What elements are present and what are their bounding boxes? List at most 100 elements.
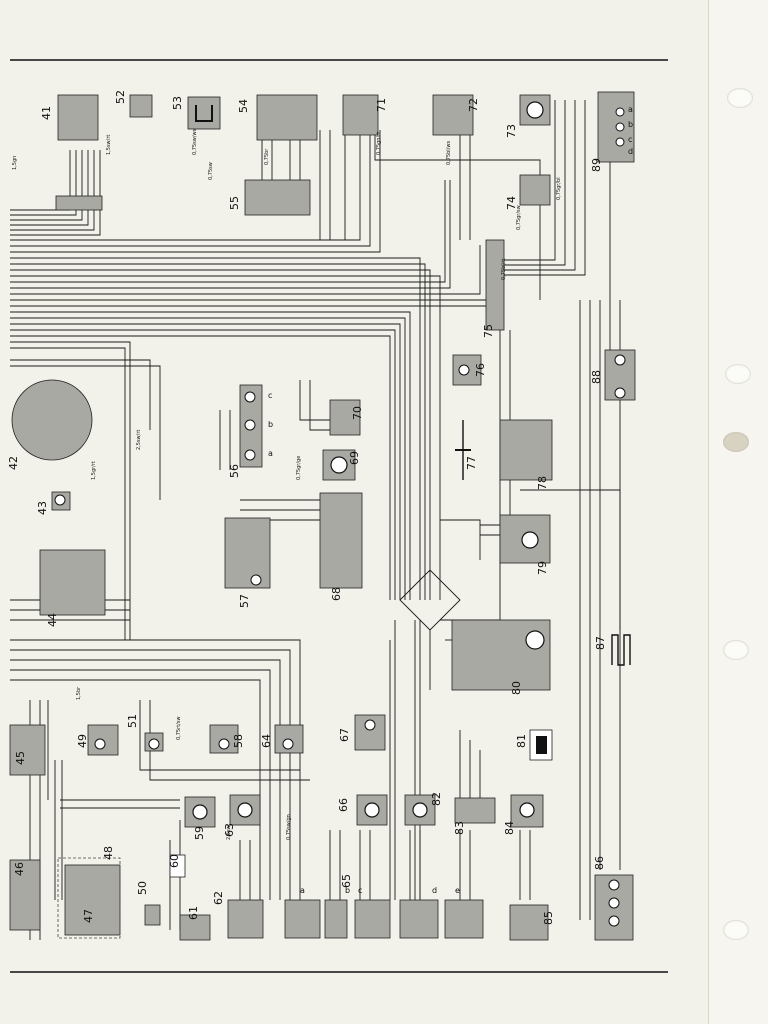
component-label-67: 67 [338, 728, 351, 742]
component-label-61: 61 [187, 906, 200, 920]
component-53-connector [195, 105, 213, 122]
component-61-block [179, 914, 211, 941]
component-label-65: 65 [340, 874, 353, 888]
component-label-46: 46 [13, 862, 26, 876]
component-49-block [87, 724, 119, 756]
component-label-73: 73 [505, 124, 518, 138]
component-label-66: 66 [337, 798, 350, 812]
punch-hole [727, 88, 753, 108]
component-label-79: 79 [536, 561, 549, 575]
wire-code: 0,75sw [208, 162, 214, 180]
component-label-88: 88 [590, 370, 603, 384]
component-label-48: 48 [102, 846, 115, 860]
component-group-d-block [399, 899, 439, 939]
component-45-block [9, 724, 46, 776]
lamp-symbols [54, 107, 626, 927]
component-label-85: 85 [542, 911, 555, 925]
terminal-label: d [628, 147, 633, 156]
component-65-block [324, 899, 348, 939]
component-52-block [129, 94, 153, 118]
component-label-47: 47 [82, 909, 95, 923]
wire-code: 0,75br [264, 148, 270, 165]
binder-margin [708, 0, 768, 1024]
component-label-50: 50 [136, 881, 149, 895]
component-label-63: 63 [223, 823, 236, 837]
component-label-53: 53 [171, 96, 184, 110]
terminal-label: a [268, 449, 273, 458]
terminal-label: b [628, 120, 633, 129]
punch-hole [725, 364, 751, 384]
component-label-42: 42 [7, 456, 20, 470]
wiring-diagram: 4152535455717273747576777879808182838485… [7, 59, 668, 973]
component-label-56: 56 [228, 464, 241, 478]
component-47-block [64, 864, 121, 936]
component-label-58: 58 [232, 734, 245, 748]
component-label-87: 87 [594, 636, 607, 650]
component-label-69: 69 [348, 451, 361, 465]
wire-code: 2,5sw/rt [136, 430, 142, 450]
component-label-89: 89 [590, 158, 603, 172]
terminal-label: b [345, 886, 350, 895]
component-label-41: 41 [40, 106, 53, 120]
component-label-62: 62 [212, 891, 225, 905]
component-label-71: 71 [375, 98, 388, 112]
component-label-76: 76 [474, 363, 487, 377]
component-label-80: 80 [510, 681, 523, 695]
component-83-block [454, 797, 496, 824]
component-label-81: 81 [515, 734, 528, 748]
component-87-symbol [611, 634, 631, 666]
motor-symbols [192, 101, 545, 820]
component-label-43: 43 [36, 501, 49, 515]
component-53-block [187, 96, 221, 130]
component-71-block [342, 94, 379, 136]
terminal-label: a [628, 105, 633, 114]
component-62-block [227, 899, 264, 939]
punch-hole [723, 640, 749, 660]
component-46-block [9, 859, 41, 931]
component-label-55: 55 [228, 196, 241, 210]
component-label-51: 51 [126, 714, 139, 728]
component-label-57: 57 [238, 594, 251, 608]
component-group-a-block [284, 899, 321, 939]
component-blocks [9, 91, 636, 941]
terminal-label: c [628, 135, 632, 144]
terminal-label: a [300, 886, 305, 895]
wire-code: 0,75gr/ge [296, 456, 302, 480]
component-label-49: 49 [76, 734, 89, 748]
component-42-block [11, 379, 93, 461]
component-label-52: 52 [114, 90, 127, 104]
wire-code: 0,75rt/sw [176, 716, 182, 740]
wire-code: 1,5br [76, 686, 82, 700]
component-label-45: 45 [14, 751, 27, 765]
connector-75 [485, 239, 505, 331]
wire-harness [10, 100, 621, 940]
wire-code: 1,5gr/rt [91, 461, 97, 480]
component-57-block [224, 517, 271, 589]
component-label-68: 68 [330, 587, 343, 601]
component-74-block [519, 174, 551, 206]
component-label-74: 74 [505, 196, 518, 210]
component-label-70: 70 [351, 406, 364, 420]
wire-code: 2,5sw [226, 825, 232, 840]
wire-code: 1,5sw/rt [106, 135, 112, 155]
wire-code: 0,75gr/bl [556, 177, 562, 200]
component-label-77: 77 [465, 456, 478, 470]
component-label-86: 86 [593, 856, 606, 870]
component-label-44: 44 [46, 613, 59, 627]
wire-code: 0,75gr/sw [516, 205, 522, 230]
component-label-59: 59 [193, 826, 206, 840]
punch-hole [723, 920, 749, 940]
wire-code: 0,75sw/ws [192, 128, 198, 155]
wire-code: 0,75gn/rt [376, 132, 382, 155]
component-85-block [509, 904, 549, 941]
component-78-block [499, 419, 553, 481]
component-80-block [451, 619, 551, 691]
terminal-label: b [268, 420, 273, 429]
component-label-84: 84 [503, 821, 516, 835]
wire-code: 0,75bl/rt [501, 259, 507, 280]
component-55-block [244, 179, 311, 216]
wire-code: 0,75sw/gn [286, 814, 292, 840]
